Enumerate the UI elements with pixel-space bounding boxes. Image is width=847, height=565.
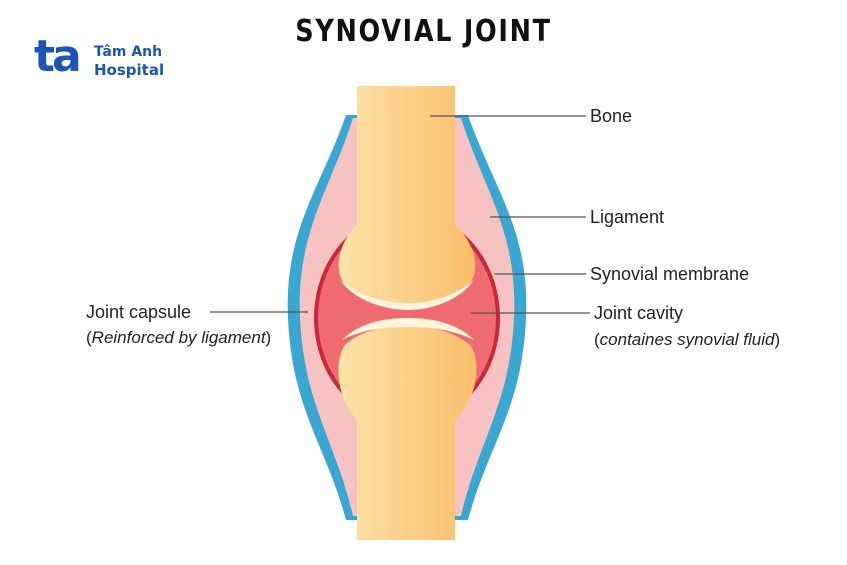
- label-bone: Bone: [590, 106, 633, 126]
- upper-bone: [338, 86, 476, 304]
- logo-mark: ta: [34, 31, 82, 82]
- label-synovial-membrane: Synovial membrane: [590, 264, 750, 284]
- upper-cartilage: [340, 280, 474, 310]
- joint-capsule-note-text: Reinforced by ligament: [91, 328, 266, 347]
- lower-bone: [338, 326, 477, 540]
- logo-sub: Hospital: [94, 61, 165, 79]
- lower-cartilage: [342, 318, 474, 340]
- label-joint-cavity: Joint cavity: [594, 303, 684, 323]
- label-ligament: Ligament: [590, 207, 665, 227]
- page-title: SYNOVIAL JOINT: [295, 14, 552, 49]
- label-joint-cavity-note: (containes synovial fluid): [594, 330, 781, 349]
- hospital-logo: ta Tâm Anh Hospital: [34, 32, 194, 84]
- label-joint-capsule-note: (Reinforced by ligament): [86, 328, 272, 347]
- label-joint-capsule: Joint capsule: [86, 302, 192, 322]
- logo-name: Tâm Anh: [94, 44, 163, 60]
- joint-cavity-note-text: containes synovial fluid: [599, 330, 775, 349]
